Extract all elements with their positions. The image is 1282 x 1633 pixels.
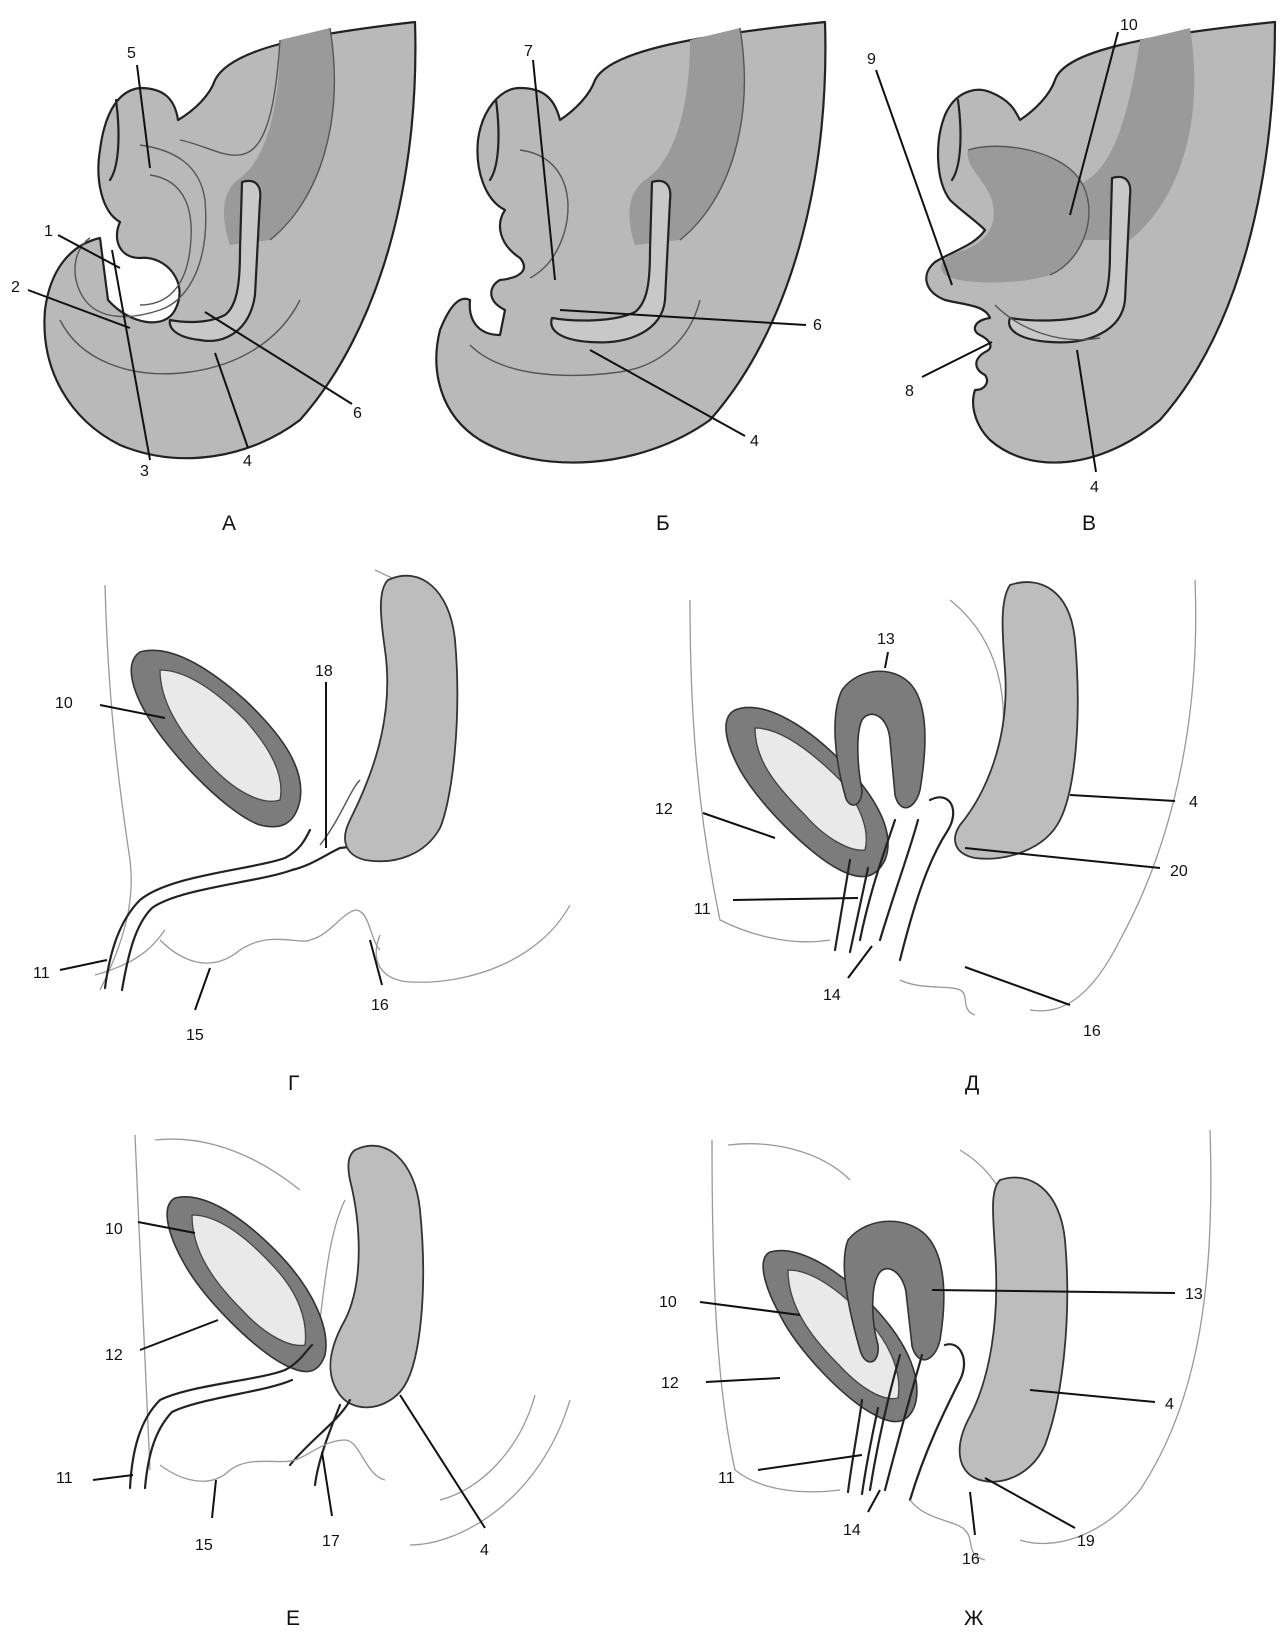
label-11zh: 11 — [718, 1470, 735, 1487]
label-13d: 13 — [877, 631, 895, 648]
panel-v: 9 10 8 4 В — [867, 17, 1275, 535]
label-6: 6 — [353, 405, 362, 422]
label-2: 2 — [11, 279, 20, 296]
label-4v: 4 — [1090, 479, 1099, 496]
label-10zh: 10 — [659, 1294, 677, 1311]
label-7: 7 — [524, 43, 533, 60]
label-20: 20 — [1170, 863, 1188, 880]
label-10e: 10 — [105, 1221, 123, 1238]
label-16zh: 16 — [962, 1551, 980, 1568]
label-14d: 14 — [823, 987, 841, 1004]
caption-zh: Ж — [964, 1607, 984, 1630]
panel-d: 13 12 4 20 11 14 16 Д — [655, 580, 1198, 1095]
label-4b: 4 — [750, 433, 759, 450]
label-16g: 16 — [371, 997, 389, 1014]
panel-g: 10 18 11 15 16 Г — [33, 570, 570, 1095]
caption-a: А — [222, 512, 236, 535]
label-9: 9 — [867, 51, 876, 68]
label-5: 5 — [127, 45, 136, 62]
label-15g: 15 — [186, 1027, 204, 1044]
label-19: 19 — [1077, 1533, 1095, 1550]
label-17: 17 — [322, 1533, 340, 1550]
label-10g: 10 — [55, 695, 73, 712]
label-12d: 12 — [655, 801, 673, 818]
panel-e: 10 12 11 15 17 4 Е — [56, 1135, 570, 1630]
label-11g: 11 — [33, 965, 50, 982]
caption-e: Е — [286, 1607, 300, 1630]
label-11d: 11 — [694, 901, 711, 918]
label-14zh: 14 — [843, 1522, 861, 1539]
label-12e: 12 — [105, 1347, 123, 1364]
label-4e: 4 — [480, 1542, 489, 1559]
label-4: 4 — [243, 453, 252, 470]
label-18: 18 — [315, 663, 333, 680]
label-13zh: 13 — [1185, 1286, 1203, 1303]
label-4zh: 4 — [1165, 1396, 1174, 1413]
panel-a: 1 2 3 4 5 6 А — [11, 22, 415, 535]
caption-g: Г — [288, 1072, 299, 1095]
label-16d: 16 — [1083, 1023, 1101, 1040]
label-8: 8 — [905, 383, 914, 400]
label-4d: 4 — [1189, 794, 1198, 811]
label-12zh: 12 — [661, 1375, 679, 1392]
caption-b: Б — [656, 512, 670, 535]
caption-d: Д — [965, 1072, 979, 1095]
label-6b: 6 — [813, 317, 822, 334]
label-10: 10 — [1120, 17, 1138, 34]
panel-zh: 10 13 12 4 11 14 19 16 Ж — [659, 1130, 1211, 1630]
label-15e: 15 — [195, 1537, 213, 1554]
label-1: 1 — [44, 223, 53, 240]
caption-v: В — [1082, 512, 1096, 535]
label-3: 3 — [140, 463, 149, 480]
label-11e: 11 — [56, 1470, 73, 1487]
panel-b: 7 6 4 Б — [436, 22, 825, 535]
